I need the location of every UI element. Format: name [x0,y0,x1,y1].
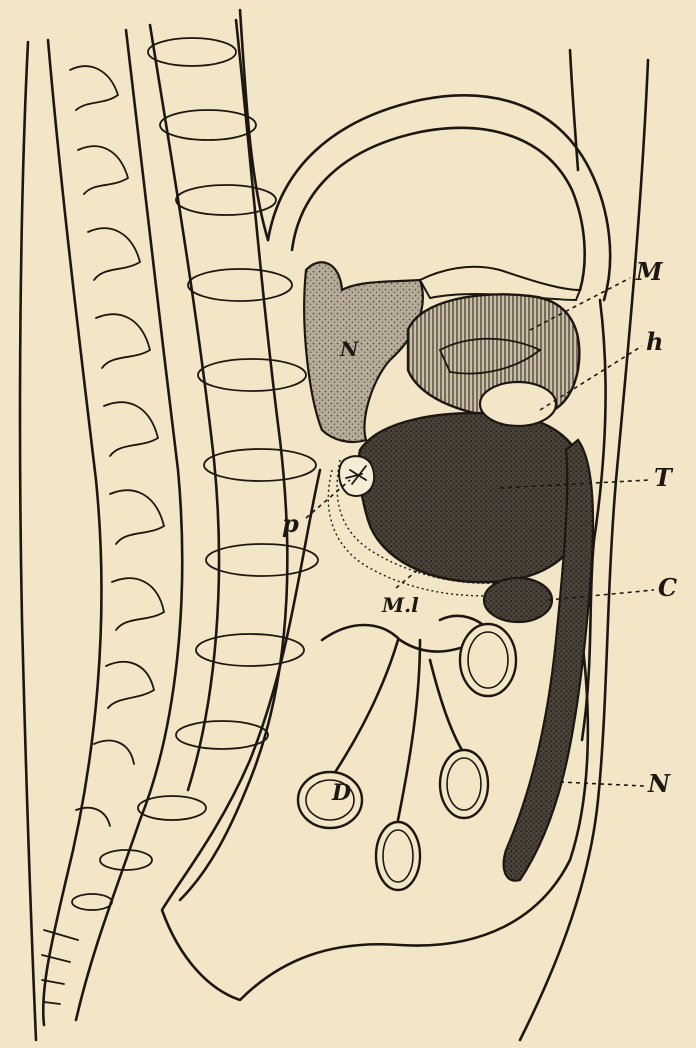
structure-D [298,616,516,890]
label-h: h [646,327,663,356]
label-N-lower: N [647,769,671,798]
label-M: M [635,257,664,286]
label-N-upper: N [339,337,359,361]
label-D: D [331,780,351,806]
label-Ml: M.l [381,593,419,617]
spinal-column [42,20,318,1025]
structure-p [339,456,374,496]
structure-T [328,413,588,596]
label-T: T [654,463,674,492]
label-C: C [658,573,677,602]
label-p: p [282,509,299,538]
